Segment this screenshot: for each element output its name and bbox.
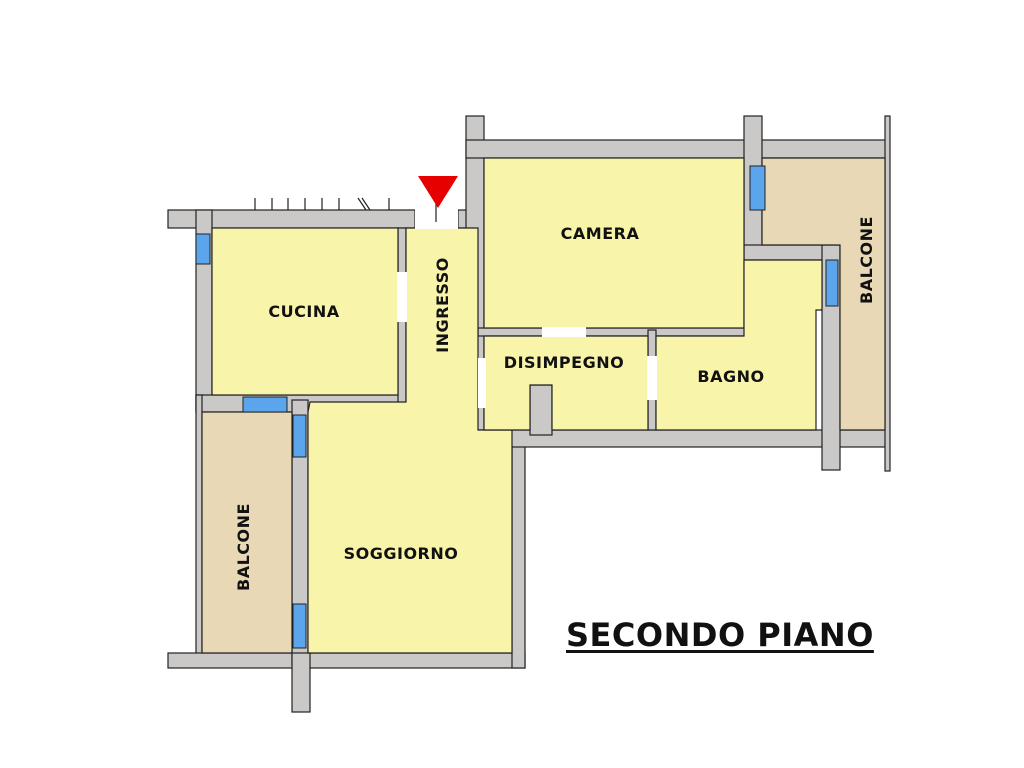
balcony-left (201, 411, 293, 654)
entrance-arrow-icon (418, 176, 458, 208)
label-bagno: BAGNO (697, 367, 764, 386)
balcony-right (761, 157, 886, 431)
room-camera (483, 157, 745, 329)
room-cucina (211, 227, 399, 396)
label-camera: CAMERA (561, 224, 640, 243)
label-ingresso: INGRESSO (433, 257, 452, 353)
room-ingresso-soggiorno (307, 227, 513, 654)
room-labels: CUCINA INGRESSO CAMERA DISIMPEGNO BAGNO … (234, 216, 876, 591)
room-bagno (655, 259, 823, 431)
label-balcone-right: BALCONE (857, 216, 876, 304)
rooms (201, 157, 886, 654)
label-disimpegno: DISIMPEGNO (504, 353, 624, 372)
label-balcone-left: BALCONE (234, 503, 253, 591)
railing (254, 197, 437, 222)
room-disimpegno (483, 335, 649, 431)
label-soggiorno: SOGGIORNO (344, 544, 459, 563)
windows (195, 165, 839, 649)
label-cucina: CUCINA (268, 302, 339, 321)
floor-title: SECONDO PIANO (566, 616, 874, 654)
